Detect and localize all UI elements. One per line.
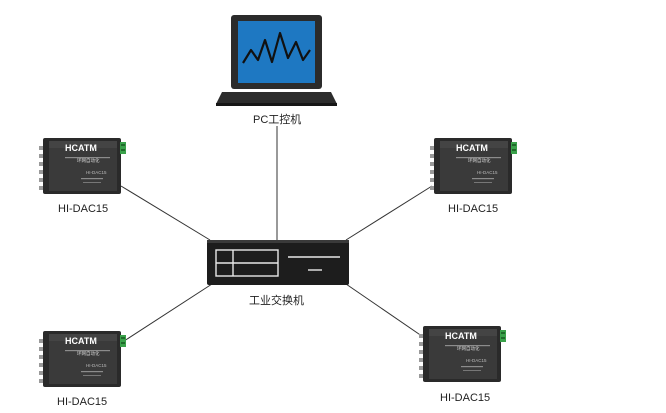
link-device-1-switch	[120, 185, 211, 241]
device-3-brand-sub: 环网自动化	[77, 350, 100, 357]
connections	[120, 126, 433, 344]
device-1-brand: HCATM	[65, 143, 97, 153]
industrial-switch-icon	[207, 240, 349, 285]
device-4-label: HI-DAC15	[440, 392, 491, 404]
device-3-model-plate: HI-DAC15	[86, 363, 107, 368]
link-device-2-switch	[345, 185, 433, 241]
link-device-4-switch	[345, 283, 433, 344]
link-device-3-switch	[120, 283, 213, 344]
device-1-icon: HCATM 环网自动化 HI-DAC15	[39, 138, 126, 194]
pc-laptop-icon	[216, 15, 337, 106]
device-4-icon: HCATM 环网自动化 HI-DAC15	[419, 326, 506, 382]
device-3-label: HI-DAC15	[57, 396, 108, 408]
pc-label: PC工控机	[253, 114, 302, 126]
device-4-brand: HCATM	[445, 331, 477, 341]
switch-label: 工业交换机	[249, 295, 304, 307]
device-4-brand-sub: 环网自动化	[457, 345, 480, 352]
device-2-label: HI-DAC15	[448, 203, 499, 215]
device-3-icon: HCATM 环网自动化 HI-DAC15	[39, 331, 126, 387]
device-2-icon: HCATM 环网自动化 HI-DAC15	[430, 138, 517, 194]
device-1-model-plate: HI-DAC15	[86, 170, 107, 175]
device-2-model-plate: HI-DAC15	[477, 170, 498, 175]
device-3-brand: HCATM	[65, 336, 97, 346]
device-1-label: HI-DAC15	[58, 203, 109, 215]
device-2-brand: HCATM	[456, 143, 488, 153]
device-4-model-plate: HI-DAC15	[466, 358, 487, 363]
device-2-brand-sub: 环网自动化	[468, 157, 491, 164]
device-1-brand-sub: 环网自动化	[77, 157, 100, 164]
